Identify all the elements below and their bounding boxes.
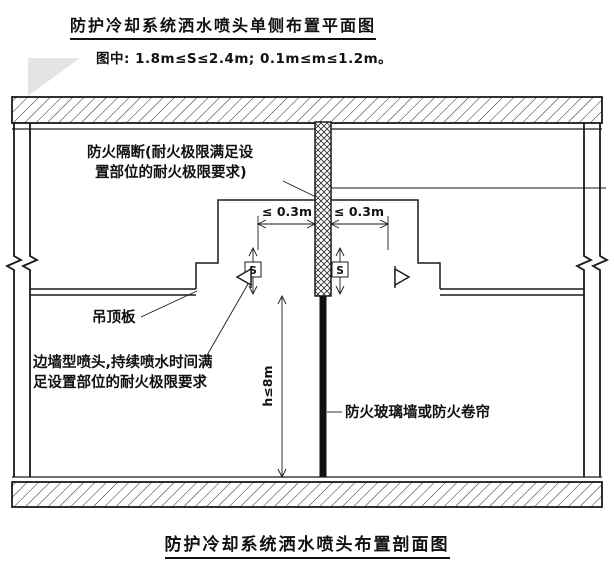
dimension-height-label: h≤8m <box>260 365 275 406</box>
right-wall <box>574 123 610 477</box>
figure-subtitle-text: 图中: 1.8m≤S≤2.4m; 0.1m≤m≤1.2m。 <box>96 51 393 67</box>
sprinkler-right <box>394 266 411 288</box>
spacing-marker-right: S <box>331 246 349 296</box>
dimension-left-offset <box>256 216 317 250</box>
leader-lines <box>140 180 342 413</box>
fire-glass-wall-line <box>319 296 327 477</box>
figure-subtitle: 图中: 1.8m≤S≤2.4m; 0.1m≤m≤1.2m。 <box>96 47 392 67</box>
fire-glass-wall-label: 防火玻璃墙或防火卷帘 <box>345 403 490 421</box>
sidewall-sprinkler-label-line1: 边墙型喷头,持续喷水时间满 <box>32 353 213 371</box>
figure-title-bottom: 防护冷却系统洒水喷头布置剖面图 <box>0 530 614 559</box>
sprinkler-leader <box>205 283 249 358</box>
ceiling-panel-label: 吊顶板 <box>92 308 136 326</box>
figure-title-top-text: 防护冷却系统洒水喷头单侧布置平面图 <box>70 12 377 40</box>
spacing-marker-left: S <box>244 246 262 296</box>
left-wall <box>4 123 40 477</box>
bottom-slab <box>11 476 603 508</box>
watermark-triangle <box>28 58 80 96</box>
dimension-left-offset-label: ≤ 0.3m <box>262 204 312 219</box>
figure-title-top: 防护冷却系统洒水喷头单侧布置平面图 <box>70 12 377 40</box>
fire-partition-leader <box>282 180 317 198</box>
fire-partition-column <box>314 121 332 297</box>
figure-title-bottom-text: 防护冷却系统洒水喷头布置剖面图 <box>164 530 450 559</box>
dimension-height: h≤8m <box>260 294 287 479</box>
sprinkler-left <box>235 266 252 288</box>
fire-partition-label-line2: 置部位的耐火极限要求) <box>95 163 247 181</box>
fire-partition-label-line1: 防火隔断(耐火极限满足设 <box>87 143 254 161</box>
top-slab <box>11 96 603 130</box>
spacing-right-label: S <box>336 265 344 277</box>
sidewall-sprinkler-label-line2: 足设置部位的耐火极限要求 <box>33 373 207 391</box>
ceiling-panel-leader <box>140 290 198 318</box>
spacing-left-label: S <box>249 265 257 277</box>
dimension-right-offset-label: ≤ 0.3m <box>334 204 384 219</box>
dimension-right-offset <box>329 216 390 250</box>
